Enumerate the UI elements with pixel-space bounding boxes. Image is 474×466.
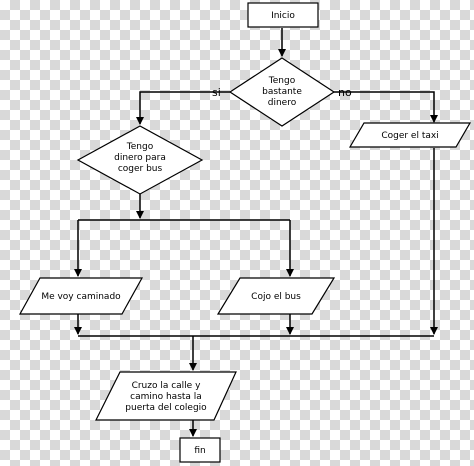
take-taxi-node: Coger el taxi [348,122,472,148]
edge-no-to-taxi [334,91,438,123]
start-label: Inicio [271,11,295,21]
walk-node: Me voy caminado [18,277,144,315]
take-taxi-label: Coger el taxi [381,131,438,141]
take-bus-label: Cojo el bus [251,292,301,302]
cross-street-node: Cruzo la calle y camino hasta la puerta … [95,371,237,421]
decision-bus-line-3: coger bus [118,164,163,174]
end-node: fin [179,437,221,463]
branch-yes-label: si [212,86,221,99]
edge-yes-to-bus-decision [136,91,230,125]
take-bus-node: Cojo el bus [216,277,336,315]
start-node: Inicio [247,2,319,28]
decision-bus-line-1: Tengo [126,142,154,152]
decision-money-node: Tengo bastante dinero [228,57,336,127]
decision-bus-line-2: dinero para [114,153,166,163]
decision-money-line-3: dinero [268,98,297,108]
decision-money-line-2: bastante [262,87,302,97]
walk-label: Me voy caminado [41,292,121,302]
branch-no-label: no [338,86,352,99]
decision-money-line-1: Tengo [268,76,296,86]
cross-street-line-2: camino hasta la [130,392,202,402]
cross-street-line-3: puerta del colegio [125,403,207,413]
cross-street-line-1: Cruzo la calle y [132,381,202,391]
decision-bus-node: Tengo dinero para coger bus [76,125,204,195]
end-label: fin [194,446,205,456]
